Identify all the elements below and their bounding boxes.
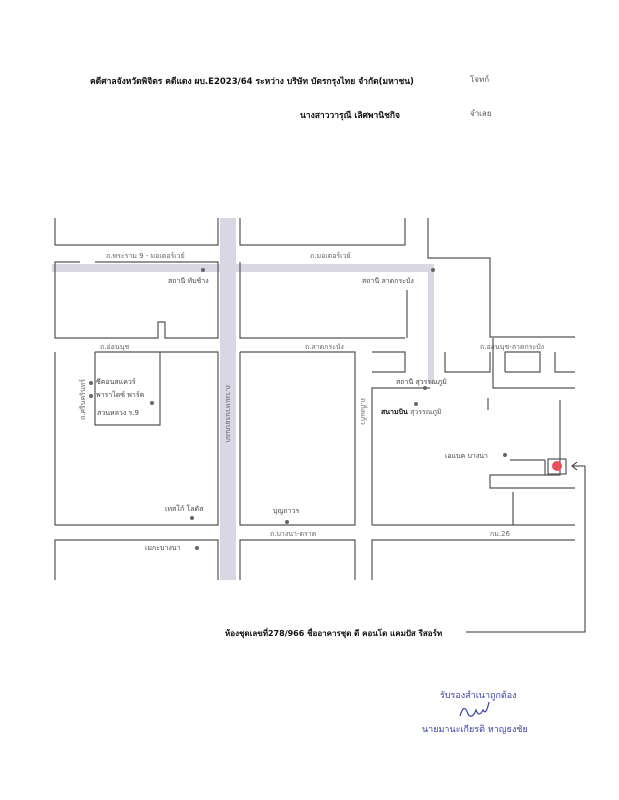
- certification-title: รับรองสำเนาถูกต้อง: [440, 691, 517, 701]
- airport-link: [428, 264, 434, 384]
- property-marker: [552, 461, 562, 471]
- case-line: คดีศาลจังหวัดพิจิตร คดีแดง ผบ.E2023/64 ร…: [90, 77, 414, 87]
- pointer-arrow: [466, 461, 586, 633]
- road-motorway: ถ.มอเตอร์เวย์: [310, 252, 351, 260]
- airport-name: สุวรรณภูมิ: [410, 408, 442, 416]
- defendant-name: นางสาววารุณี เลิศพานิชกิจ: [300, 111, 401, 121]
- certifier-name: นายมานะเกียรติ หาญธงชัย: [422, 725, 528, 735]
- label-tesco: เทสโก้ โลตัส: [165, 505, 204, 513]
- ring-road-band: [220, 218, 236, 580]
- plaintiff-role: โจทก์: [470, 75, 490, 84]
- label-mega-bangna: เมกะบางนา: [145, 544, 181, 552]
- label-airport: สนามบิน สุวรรณภูมิ: [381, 407, 442, 418]
- property-caption: ห้องชุดเลขที่278/966 ชื่ออาคารชุด ดี คอน…: [225, 629, 443, 638]
- road-km26: กม.26: [490, 530, 510, 538]
- label-boonthavorn: บุญถาวร: [273, 507, 300, 515]
- label-suan-luang: สวนหลวง ร.9: [97, 409, 139, 417]
- label-thap-chang: สถานี ทับช้าง: [168, 277, 209, 285]
- road-onnut: ถ.อ่อนนุช: [100, 343, 130, 351]
- label-paradise: พาราไดซ์ พาร์ค: [96, 391, 145, 399]
- road-bangna-trat: ถ.บางนา-ตราด: [270, 530, 317, 538]
- road-rama9-motorway: ถ.พระราม 9 - มอเตอร์เวย์: [106, 252, 185, 260]
- label-abac: เอแบค บางนา: [445, 452, 488, 460]
- road-outlines: [54, 218, 575, 580]
- road-latkrabang: ถ.ลาดกระบัง: [305, 343, 344, 351]
- label-lat-krabang-station: สถานี ลาดกระบัง: [362, 277, 414, 285]
- label-suvarnabhumi-station: สถานี สุวรรณภูมิ: [396, 378, 447, 386]
- defendant-role: จำเลย: [470, 109, 492, 118]
- airport-bold: สนามบิน: [381, 408, 408, 416]
- rail-line: [52, 264, 432, 272]
- road-onnut-latkrabang: ถ.อ่อนนุช-ลาดกระบัง: [480, 343, 545, 351]
- label-seacon: ซีคอนสแควร์: [96, 378, 136, 386]
